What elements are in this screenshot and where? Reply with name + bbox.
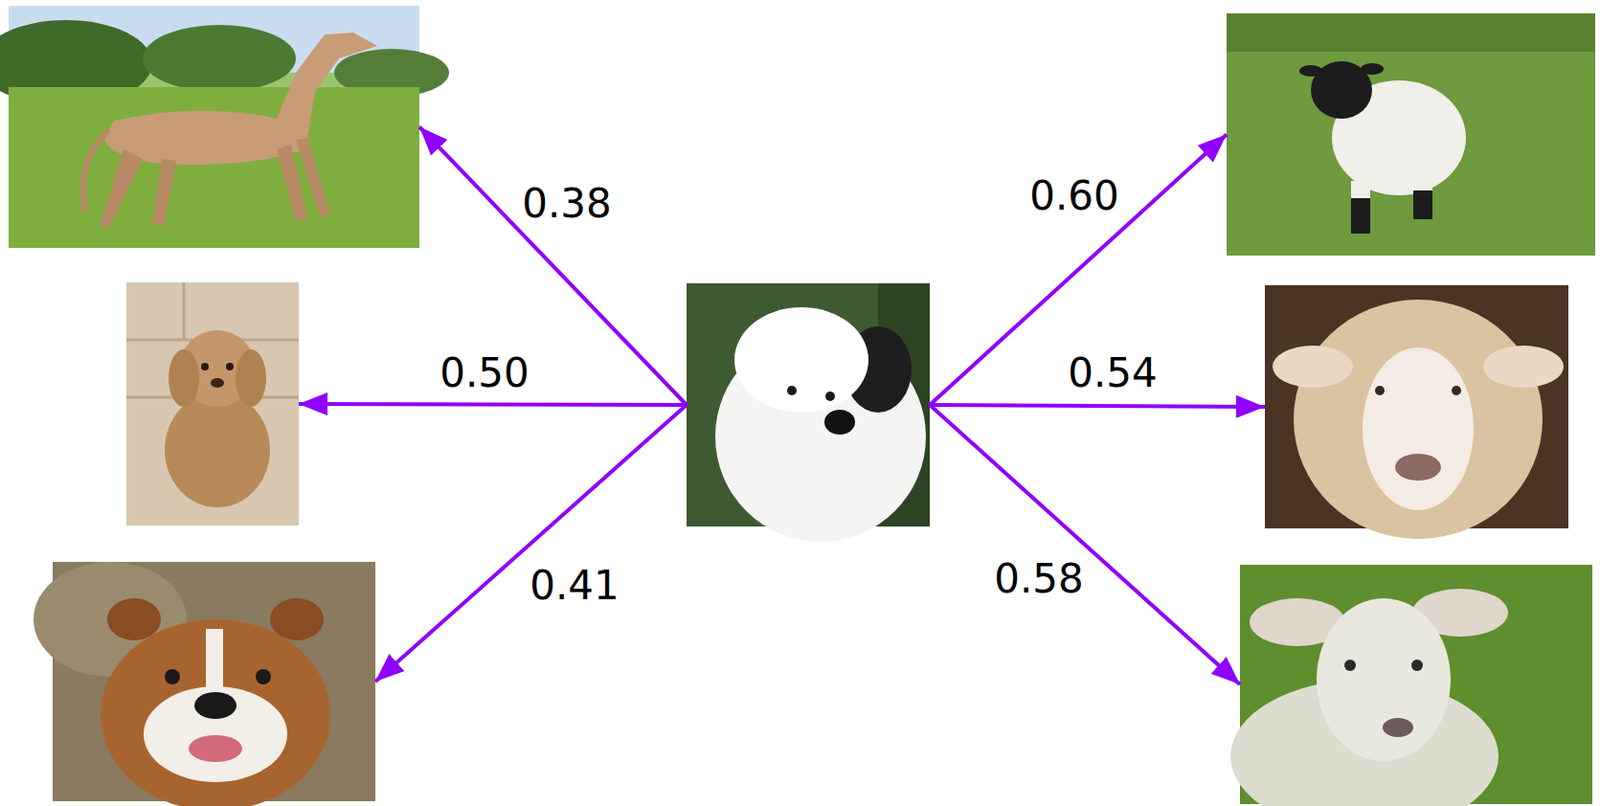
lamb-photo [1230, 564, 1593, 806]
similarity-score: 0.38 [518, 180, 616, 227]
similarity-arrow [929, 135, 1227, 406]
similarity-arrow [929, 405, 1240, 685]
photo-node [126, 282, 299, 526]
photo-node [8, 5, 420, 248]
photo-node [1226, 13, 1596, 256]
similarity-arrow [375, 405, 687, 682]
photo-node [1239, 564, 1593, 805]
bulldog-photo [33, 562, 376, 806]
photo-node [686, 283, 930, 527]
similarity-score: 0.41 [525, 563, 624, 609]
photo-node [1264, 285, 1569, 529]
lamb-photo [1226, 13, 1596, 256]
similarity-score: 0.60 [1025, 173, 1124, 220]
similarity-score: 0.50 [435, 350, 534, 397]
similarity-score: 0.58 [990, 556, 1088, 603]
similarity-arrow [929, 405, 1265, 407]
similarity-arrow [419, 127, 687, 406]
poodle-photo [126, 282, 299, 526]
similarity-arrow [298, 404, 687, 406]
sheepdog-photo [686, 283, 930, 542]
similarity-score: 0.54 [1063, 350, 1162, 397]
sheep-photo [1264, 285, 1569, 540]
greyhound-photo [0, 5, 450, 248]
photo-node [52, 562, 376, 802]
